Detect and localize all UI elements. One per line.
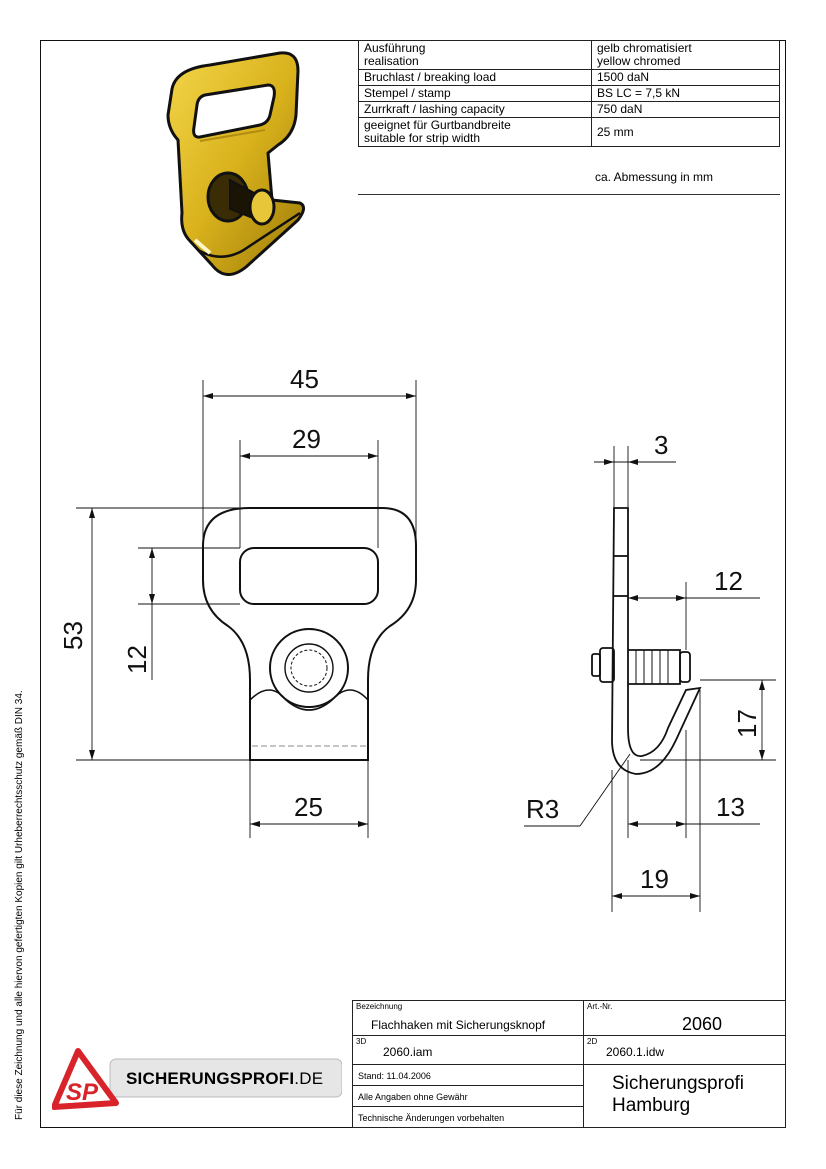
spec-label: Bruchlast / breaking load xyxy=(358,69,592,86)
designation-cell: Bezeichnung Flachhaken mit Sicherungskno… xyxy=(352,1000,584,1036)
disclaimer: Alle Angaben ohne Gewähr xyxy=(358,1092,468,1102)
dim-29: 29 xyxy=(292,424,321,454)
spec-value: 1500 daN xyxy=(591,69,780,86)
date-cell: Stand: 11.04.2006 xyxy=(352,1064,584,1086)
logo-name: SICHERUNGSPROFI xyxy=(126,1069,295,1088)
dimension-unit-note: ca. Abmessung in mm xyxy=(595,170,714,184)
dim-r3: R3 xyxy=(526,794,559,824)
file-3d-cell: 3D 2060.iam xyxy=(352,1035,584,1065)
spec-value: gelb chromatisiert yellow chromed xyxy=(591,40,780,70)
spec-label: Stempel / stamp xyxy=(358,85,592,102)
spec-row: geeignet für Gurtbandbreite suitable for… xyxy=(358,117,780,147)
article-number: 2060 xyxy=(682,1014,723,1034)
dim-12-front: 12 xyxy=(122,645,152,674)
title-block: Bezeichnung Flachhaken mit Sicherungskno… xyxy=(352,1000,786,1128)
disclaimer-cell: Alle Angaben ohne Gewähr xyxy=(352,1085,584,1107)
file-3d: 2060.iam xyxy=(383,1045,433,1059)
company-line2: Hamburg xyxy=(612,1095,691,1116)
hook-3d-illustration xyxy=(166,51,305,276)
changes-note: Technische Änderungen vorbehalten xyxy=(358,1113,505,1123)
dim-45: 45 xyxy=(290,364,319,394)
technical-drawing: 45 29 53 12 25 3 12 xyxy=(58,364,776,912)
date: Stand: 11.04.2006 xyxy=(358,1071,431,1081)
dim-3: 3 xyxy=(654,430,668,460)
strap-slot xyxy=(239,547,379,605)
company-cell: Sicherungsprofi Hamburg xyxy=(583,1064,786,1128)
company-line1: Sicherungsprofi xyxy=(612,1073,745,1094)
company-logo: SP xyxy=(52,1048,342,1110)
file-2d: 2060.1.idw xyxy=(606,1045,665,1059)
locking-button-thread xyxy=(290,649,328,687)
changes-cell: Technische Änderungen vorbehalten xyxy=(352,1106,584,1128)
spec-label: geeignet für Gurtbandbreite suitable for… xyxy=(358,117,592,147)
dim-19: 19 xyxy=(640,864,669,894)
article-number-cell: Art.-Nr. 2060 xyxy=(583,1000,786,1036)
side-view xyxy=(591,507,702,775)
dim-12-side: 12 xyxy=(714,566,743,596)
spec-value: 25 mm xyxy=(591,117,780,147)
logo-mark: SP xyxy=(66,1079,99,1106)
dim-25: 25 xyxy=(294,792,323,822)
dim-53: 53 xyxy=(58,621,88,650)
locking-button-outer xyxy=(269,628,349,708)
file-2d-cell: 2D 2060.1.idw xyxy=(583,1035,786,1065)
logo-tld: .DE xyxy=(294,1069,324,1088)
logo-wordmark: SICHERUNGSPROFI.DE xyxy=(126,1069,323,1089)
dim-17: 17 xyxy=(732,709,762,738)
hook-bend-line xyxy=(249,689,369,711)
locking-button-inner xyxy=(284,643,334,693)
front-view-outline xyxy=(202,507,417,761)
designation: Flachhaken mit Sicherungsknopf xyxy=(371,1018,546,1032)
spec-underline xyxy=(358,194,780,195)
dim-13: 13 xyxy=(716,792,745,822)
